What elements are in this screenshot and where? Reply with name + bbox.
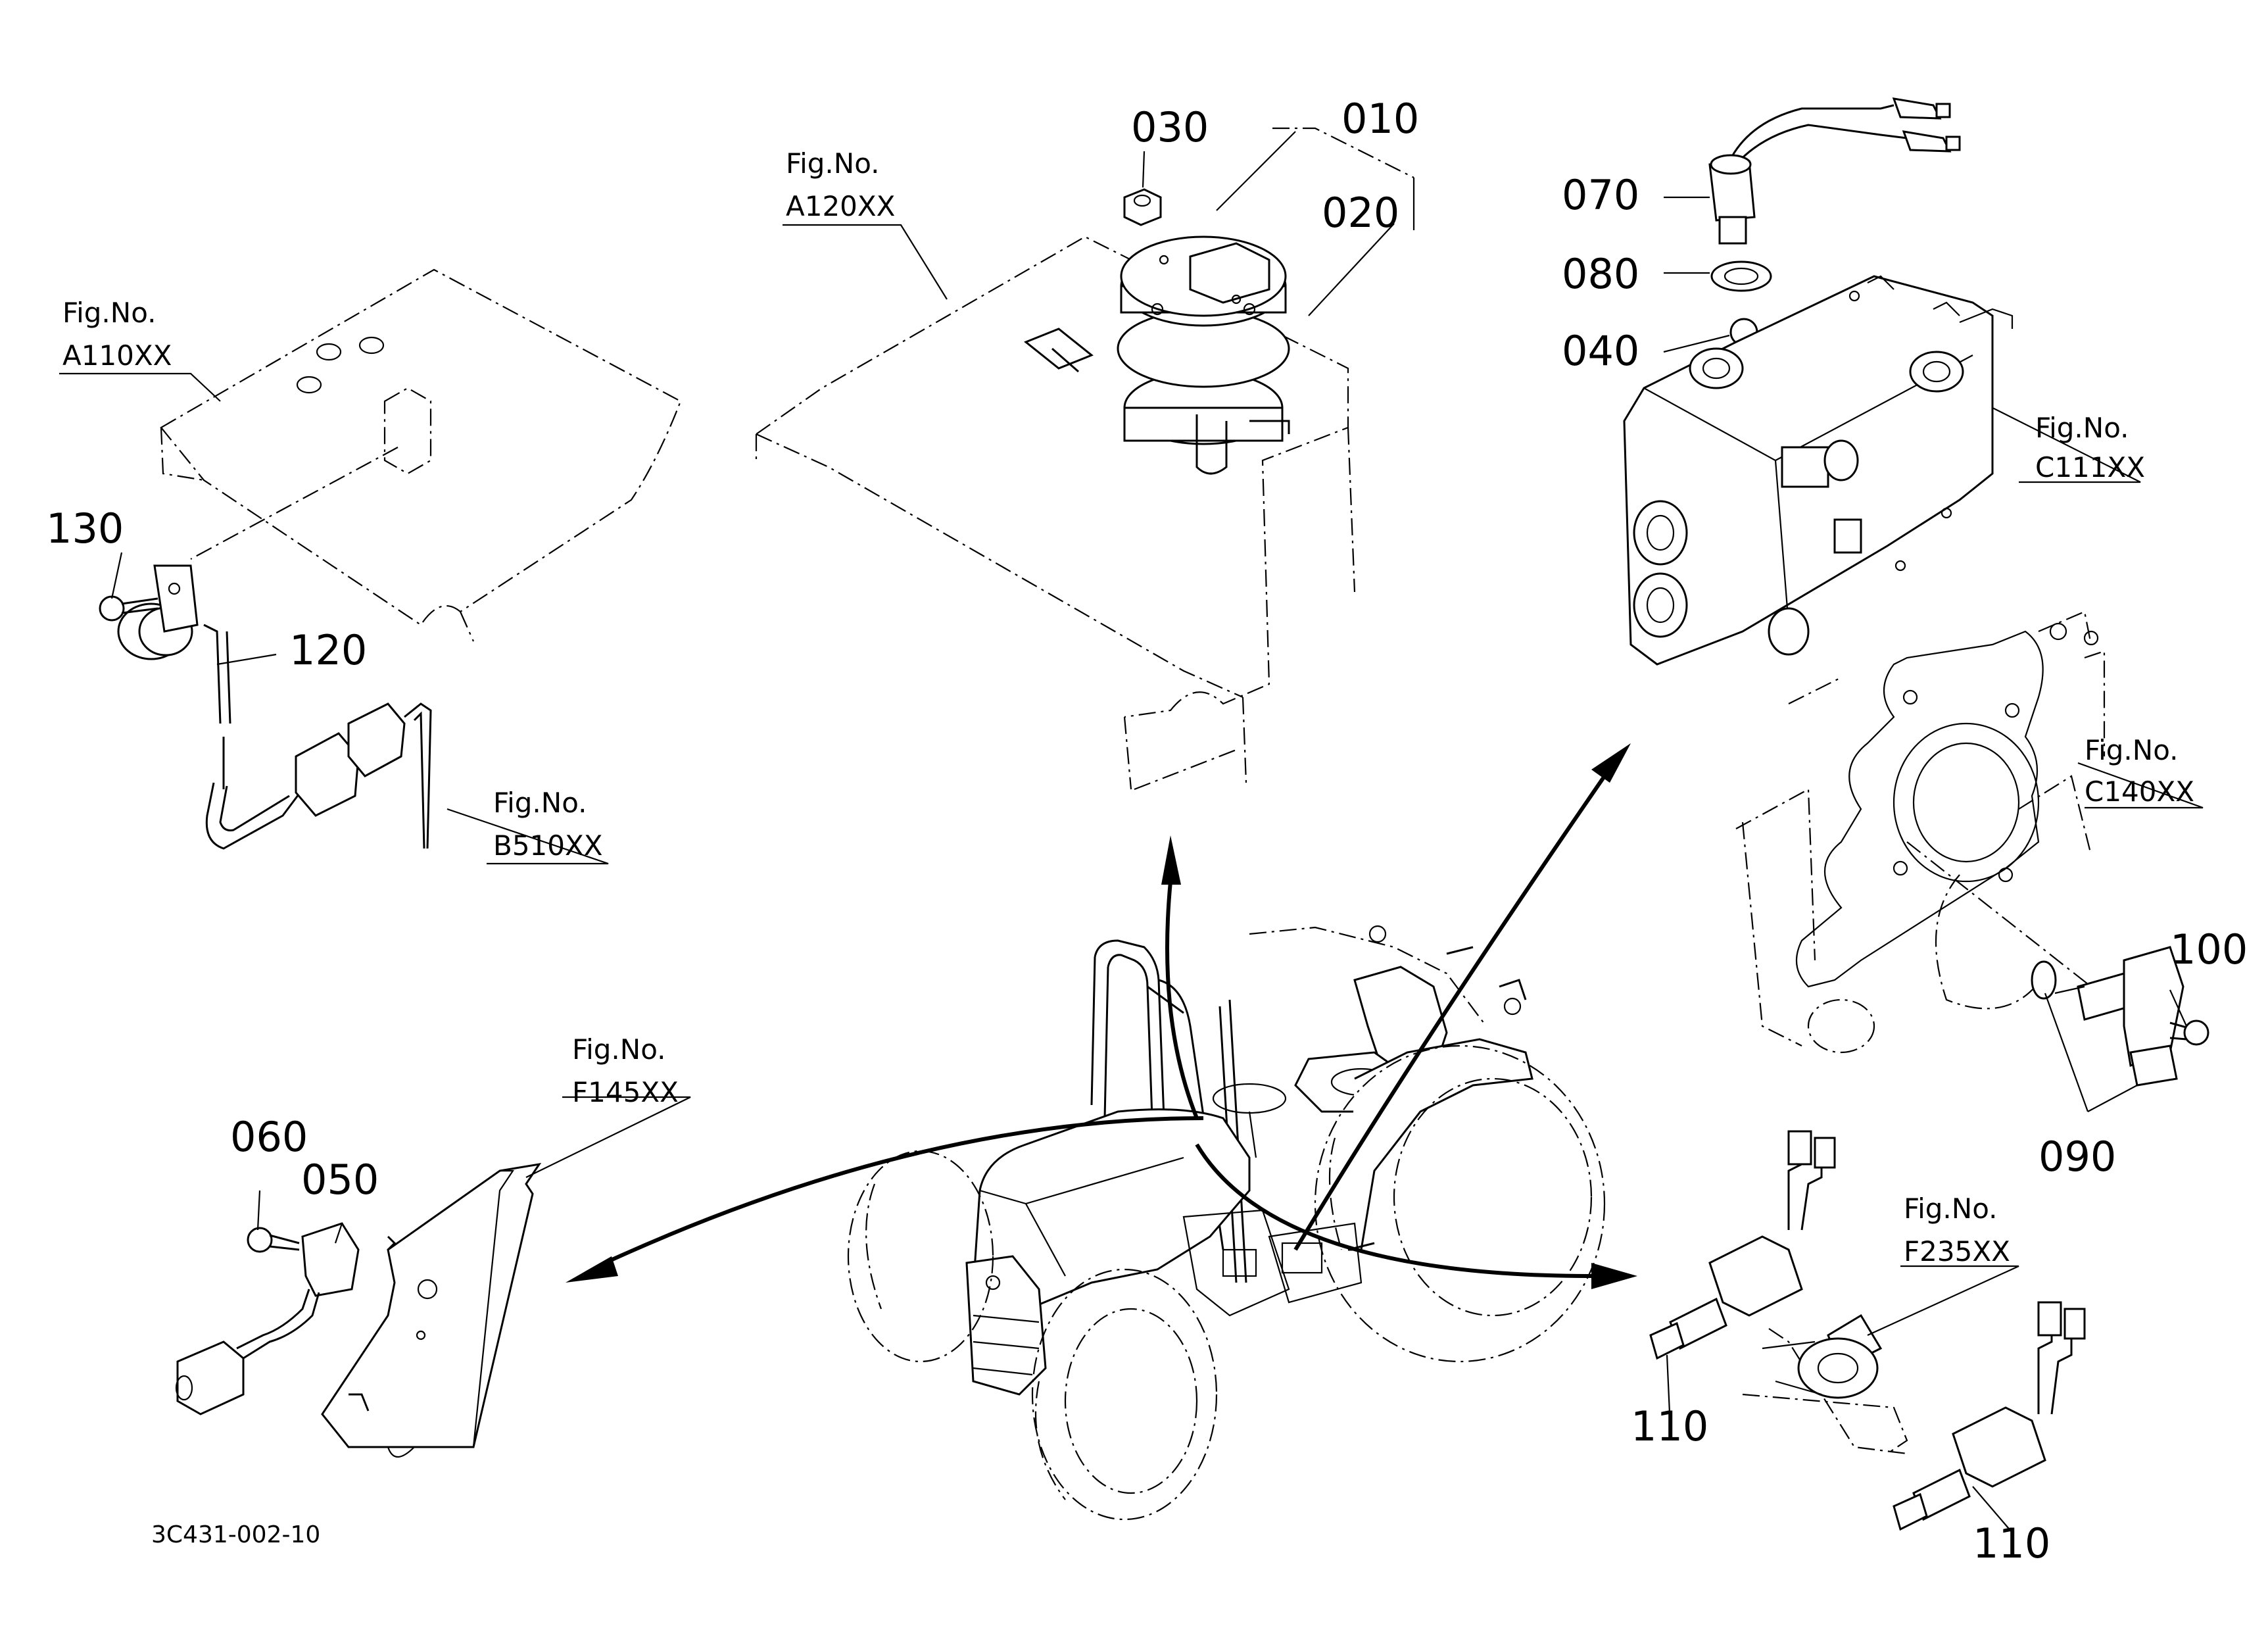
bolt-060 xyxy=(247,1227,300,1253)
part-callout-010: 010 xyxy=(1341,95,1419,143)
fig-ref-a110-caption: Fig.No. xyxy=(62,297,157,329)
fig-ref-c111-code: C111XX xyxy=(2035,451,2145,483)
fig-ref-f145-caption: Fig.No. xyxy=(572,1033,666,1066)
leader-lines xyxy=(59,132,2204,1533)
part-callout-090: 090 xyxy=(2039,1133,2116,1181)
rotation-sensor-120 xyxy=(117,564,432,850)
part-number-callouts: 010 020 030 040 050 060 070 080 090 100 … xyxy=(46,95,2248,1567)
part-callout-130: 130 xyxy=(46,504,124,553)
fig-ref-a120-code: A120XX xyxy=(786,190,895,222)
part-callout-080: 080 xyxy=(1562,250,1639,298)
arrow-head-to-tank xyxy=(1161,835,1181,885)
fig-ref-a110-code: A110XX xyxy=(62,339,172,372)
solenoid-110-right xyxy=(1893,1301,2086,1531)
a110-panel-drawing xyxy=(160,268,682,642)
o-ring-090 xyxy=(2031,960,2057,1000)
fig-ref-f235-code: F235XX xyxy=(1904,1235,2010,1267)
fig-ref-b510-code: B510XX xyxy=(493,829,603,862)
part-callout-040: 040 xyxy=(1562,327,1639,375)
f145-bracket-drawing xyxy=(321,1162,542,1458)
fuel-sender-unit-010 xyxy=(1117,235,1290,475)
solenoid-110-left xyxy=(1649,1130,1836,1360)
location-arrows xyxy=(566,743,1637,1289)
part-callout-060: 060 xyxy=(230,1113,308,1161)
fig-ref-b510-caption: Fig.No. xyxy=(493,787,587,819)
part-callout-110-right: 110 xyxy=(1973,1519,2050,1567)
pressure-switch-070 xyxy=(1708,97,1961,245)
bolt-100 xyxy=(2169,1020,2209,1046)
fig-ref-a120-caption: Fig.No. xyxy=(786,147,880,180)
seal-washer-080 xyxy=(1710,260,1772,292)
arrow-head-to-solenoid xyxy=(1591,1263,1637,1289)
document-id: 3C431-002-10 xyxy=(151,1521,320,1548)
arrow-head-to-valve xyxy=(1591,743,1631,783)
fig-ref-c140-caption: Fig.No. xyxy=(2085,734,2179,766)
part-callout-070: 070 xyxy=(1562,171,1639,219)
figure-reference-labels: Fig.No. A110XX Fig.No. A120XX Fig.No. B5… xyxy=(62,147,2194,1267)
switch-050 xyxy=(175,1222,360,1415)
nut-030 xyxy=(1123,188,1162,226)
fig-ref-f145-code: F145XX xyxy=(572,1076,679,1108)
fig-ref-c111-caption: Fig.No. xyxy=(2035,412,2129,444)
c140-housing-drawing xyxy=(1735,610,2106,1054)
speed-sensor xyxy=(2077,946,2184,1087)
bracket-010-020 xyxy=(1272,127,1415,230)
fig-ref-c140-code: C140XX xyxy=(2085,775,2194,808)
part-callout-110-left: 110 xyxy=(1631,1402,1708,1450)
c111-valve-block-drawing xyxy=(1623,275,2014,666)
a120-tank-drawing xyxy=(755,235,1356,791)
part-callout-030: 030 xyxy=(1131,103,1209,151)
arrow-head-to-bracket xyxy=(566,1256,618,1283)
part-callout-050: 050 xyxy=(301,1156,379,1204)
part-callout-100: 100 xyxy=(2170,925,2248,973)
part-callout-020: 020 xyxy=(1322,189,1399,237)
part-callout-120: 120 xyxy=(289,626,367,674)
tractor-overview-drawing xyxy=(847,925,1606,1521)
fig-ref-f235-caption: Fig.No. xyxy=(1904,1192,1998,1225)
f235-valve-body-drawing xyxy=(1742,1314,1908,1455)
